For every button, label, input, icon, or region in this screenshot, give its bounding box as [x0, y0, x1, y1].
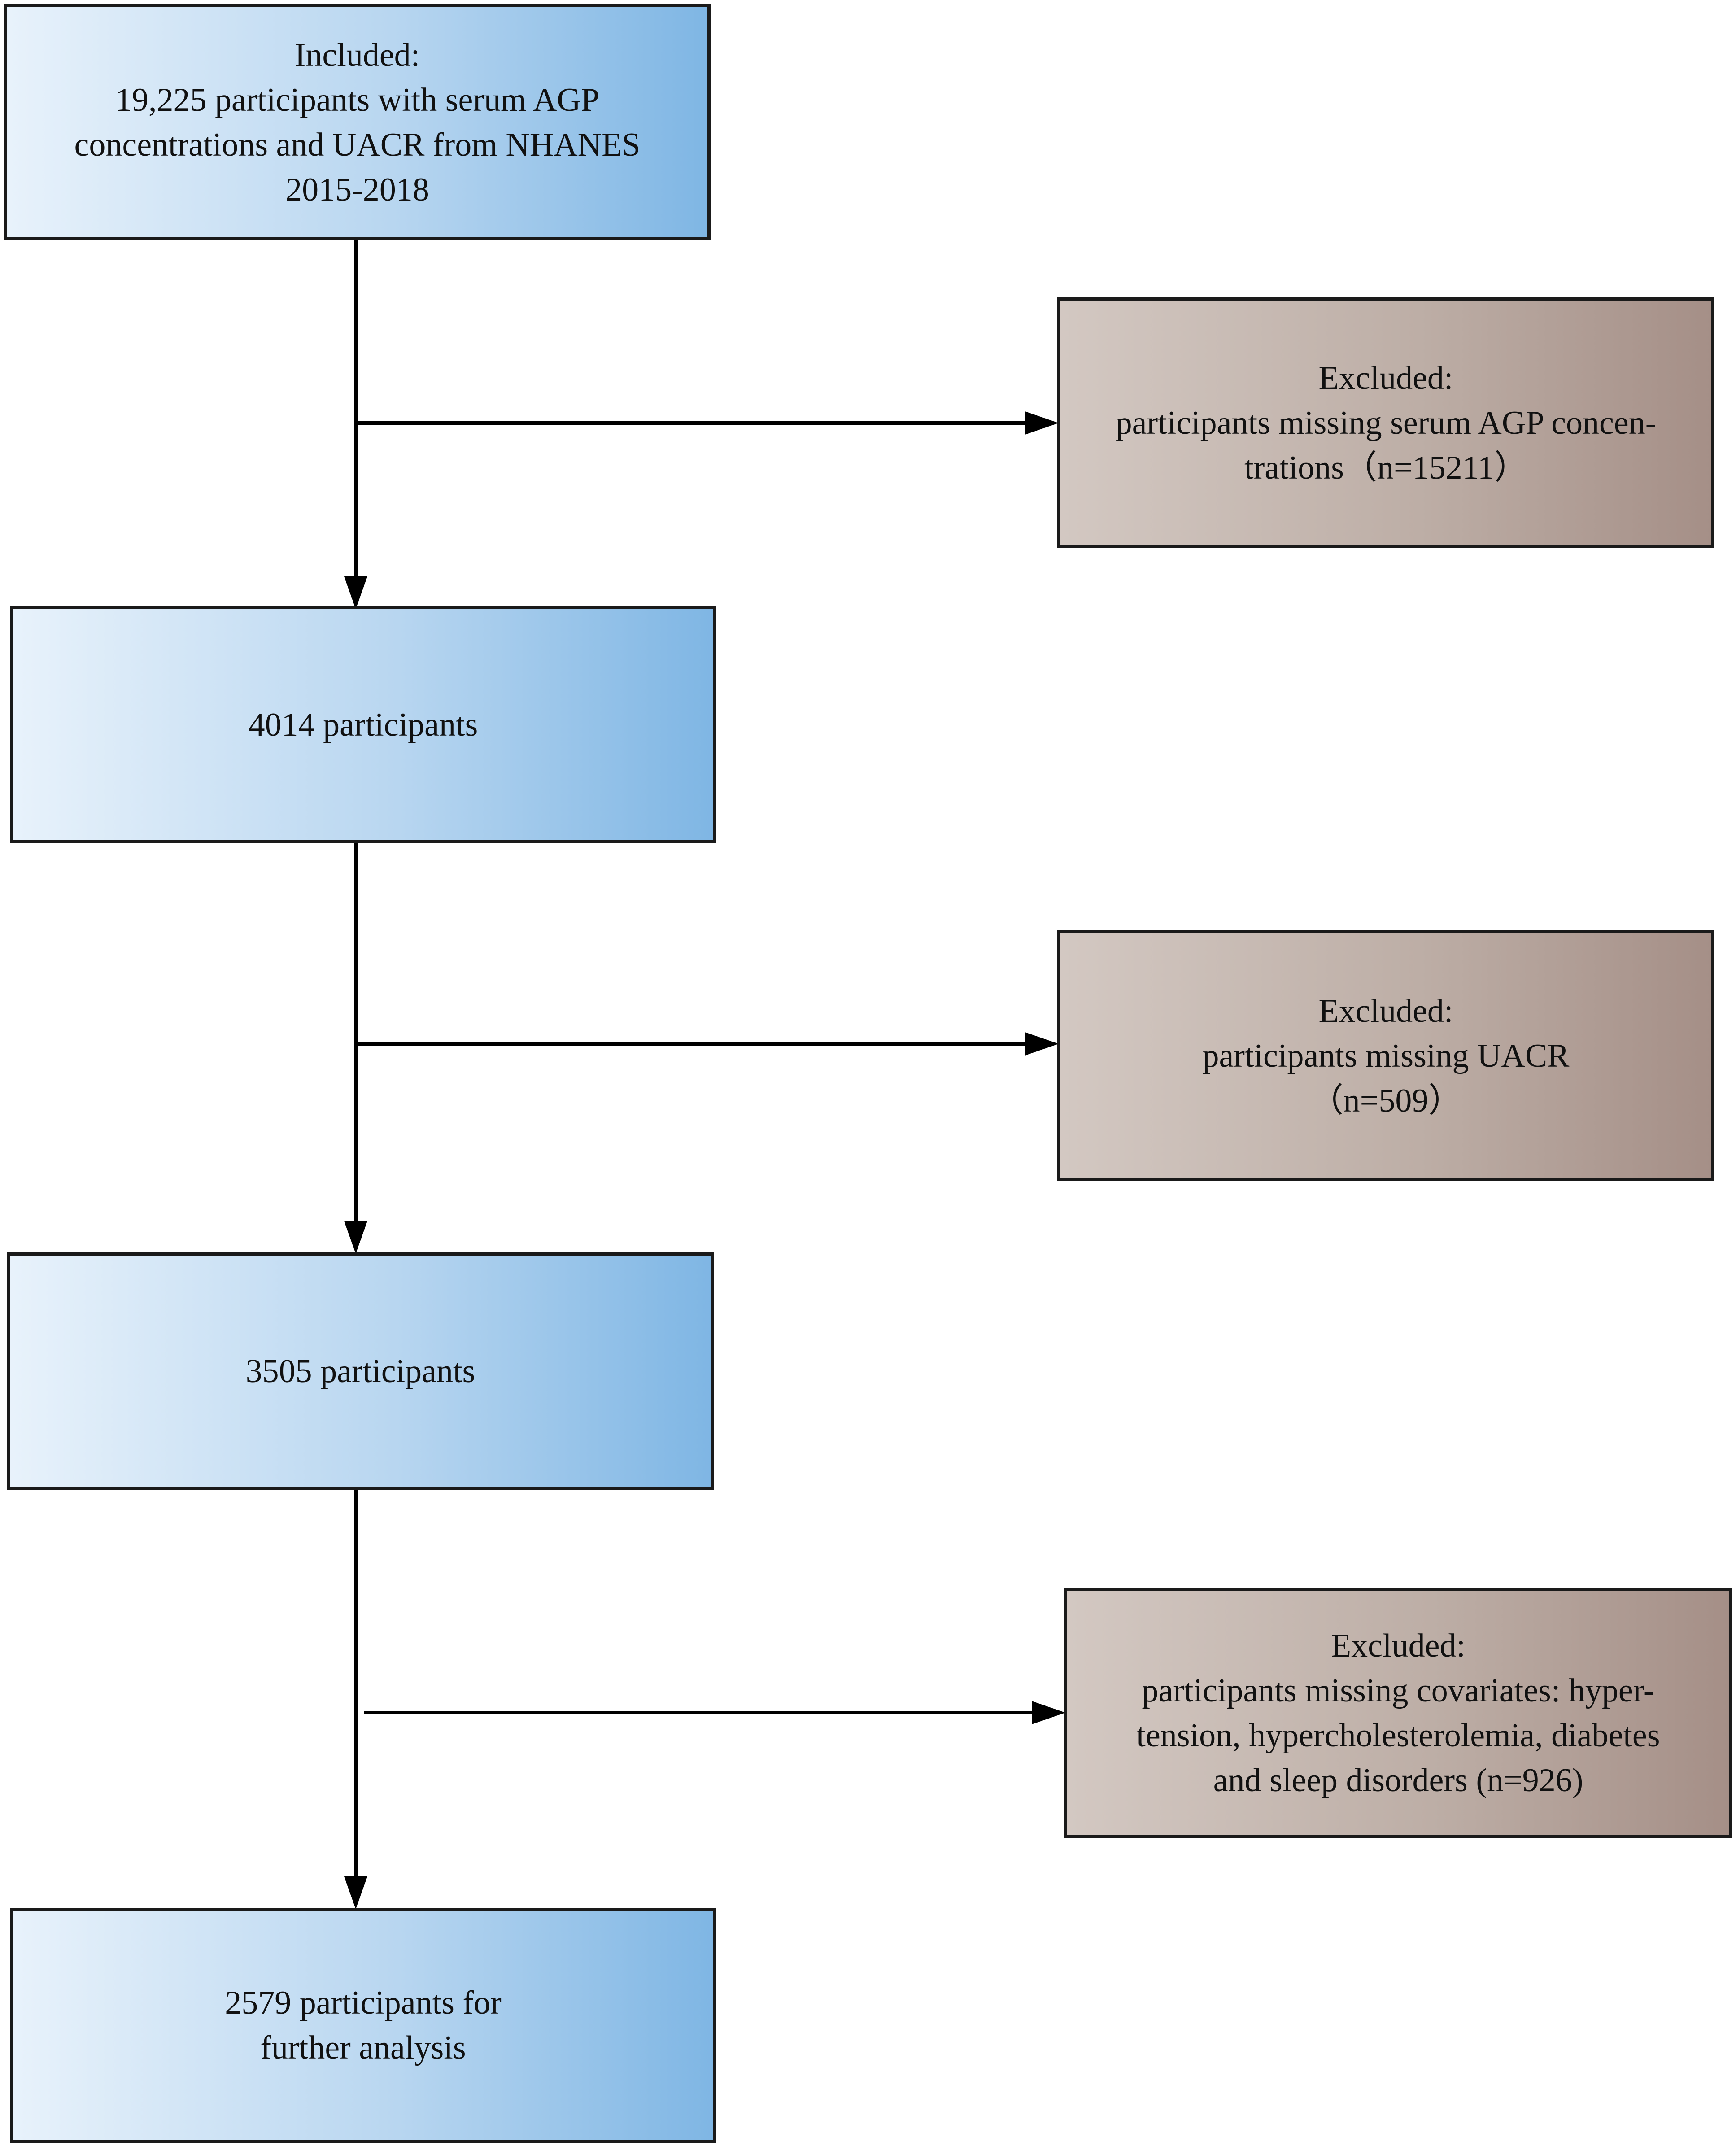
excluded-covariates-line-4: and sleep disorders (n=926): [1213, 1762, 1583, 1799]
excluded-uacr-line-3: （n=509）: [1310, 1082, 1462, 1119]
arrowhead-down-1: [344, 576, 367, 609]
included-box-line-1: Included:: [294, 36, 420, 74]
included-box: Included: 19,225 participants with serum…: [4, 4, 711, 240]
excluded-covariates-line-2: participants missing covariates: hyper-: [1142, 1672, 1655, 1709]
final-participants-line-1: 2579 participants for: [225, 1985, 502, 2021]
excluded-covariates-line-3: tension, hypercholesterolemia, diabetes: [1136, 1717, 1660, 1754]
included-box-line-4: 2015-2018: [285, 171, 429, 208]
included-box-line-3: concentrations and UACR from NHANES: [74, 126, 641, 163]
arrowhead-down-3: [344, 1876, 367, 1909]
arrowhead-right-2: [1025, 1032, 1059, 1056]
excluded-agp-text: Excluded: participants missing serum AGP…: [1116, 356, 1657, 490]
final-participants-text: 2579 participants for further analysis: [225, 1980, 502, 2070]
participants-4014-text: 4014 participants: [249, 702, 478, 747]
final-participants-box: 2579 participants for further analysis: [10, 1908, 716, 2143]
participants-3505-box: 3505 participants: [7, 1252, 714, 1490]
arrowhead-right-1: [1025, 411, 1059, 435]
excluded-uacr-line-1: Excluded:: [1318, 992, 1453, 1029]
excluded-covariates-box: Excluded: participants missing covariate…: [1064, 1588, 1732, 1838]
final-participants-line-2: further analysis: [260, 2029, 466, 2066]
included-box-line-2: 19,225 participants with serum AGP: [115, 81, 600, 118]
excluded-agp-line-3: trations（n=15211）: [1244, 449, 1527, 486]
excluded-agp-line-2: participants missing serum AGP concen-: [1115, 404, 1657, 441]
excluded-covariates-line-1: Excluded:: [1330, 1627, 1466, 1664]
excluded-uacr-box: Excluded: participants missing UACR （n=5…: [1057, 930, 1714, 1181]
excluded-uacr-text: Excluded: participants missing UACR （n=5…: [1202, 989, 1569, 1123]
participants-4014-box: 4014 participants: [10, 606, 716, 843]
participants-3505-text: 3505 participants: [246, 1349, 475, 1394]
excluded-covariates-text: Excluded: participants missing covariate…: [1136, 1623, 1660, 1803]
excluded-agp-box: Excluded: participants missing serum AGP…: [1057, 297, 1714, 548]
participants-3505-line-1: 3505 participants: [245, 1352, 475, 1390]
arrowhead-right-3: [1032, 1701, 1065, 1724]
excluded-uacr-line-2: participants missing UACR: [1202, 1037, 1570, 1074]
excluded-agp-line-1: Excluded:: [1318, 359, 1453, 397]
participants-4014-line-1: 4014 participants: [248, 706, 478, 743]
arrowhead-down-2: [344, 1221, 367, 1254]
included-box-text: Included: 19,225 participants with serum…: [74, 33, 641, 212]
